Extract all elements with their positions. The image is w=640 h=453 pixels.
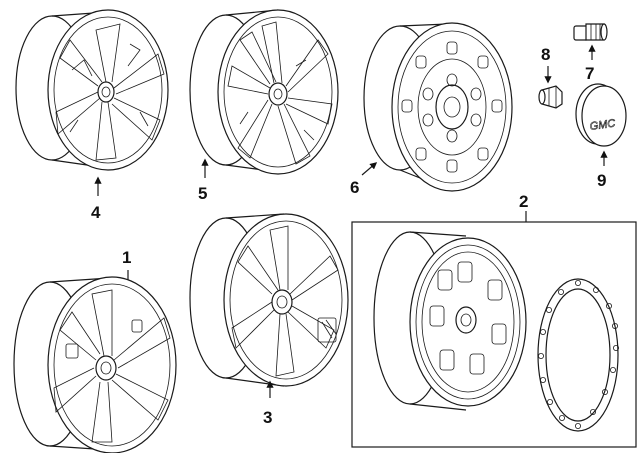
wheel-1: [13, 276, 177, 453]
kit-box-2: [351, 221, 637, 448]
callout-3: 3: [263, 408, 272, 427]
callout-8: 8: [541, 45, 550, 64]
callout-7: 7: [585, 64, 594, 83]
cap-logo: GMC: [589, 118, 616, 133]
wheel-4: [15, 9, 169, 171]
lug-nut-8: [538, 85, 563, 109]
callout-2: 2: [519, 192, 528, 211]
wheel-6: [363, 22, 513, 192]
callout-5: 5: [198, 184, 207, 203]
beadlock-ring: [537, 278, 620, 432]
wheel-5: [189, 9, 339, 175]
callout-1: 1: [122, 248, 131, 267]
callout-4: 4: [91, 203, 101, 222]
callout-9: 9: [597, 171, 606, 190]
callout-6: 6: [350, 178, 359, 197]
valve-stem-7: [573, 23, 608, 41]
center-cap-9: GMC: [575, 83, 627, 147]
wheel-3: [189, 213, 349, 387]
wheel-2: [373, 231, 527, 411]
